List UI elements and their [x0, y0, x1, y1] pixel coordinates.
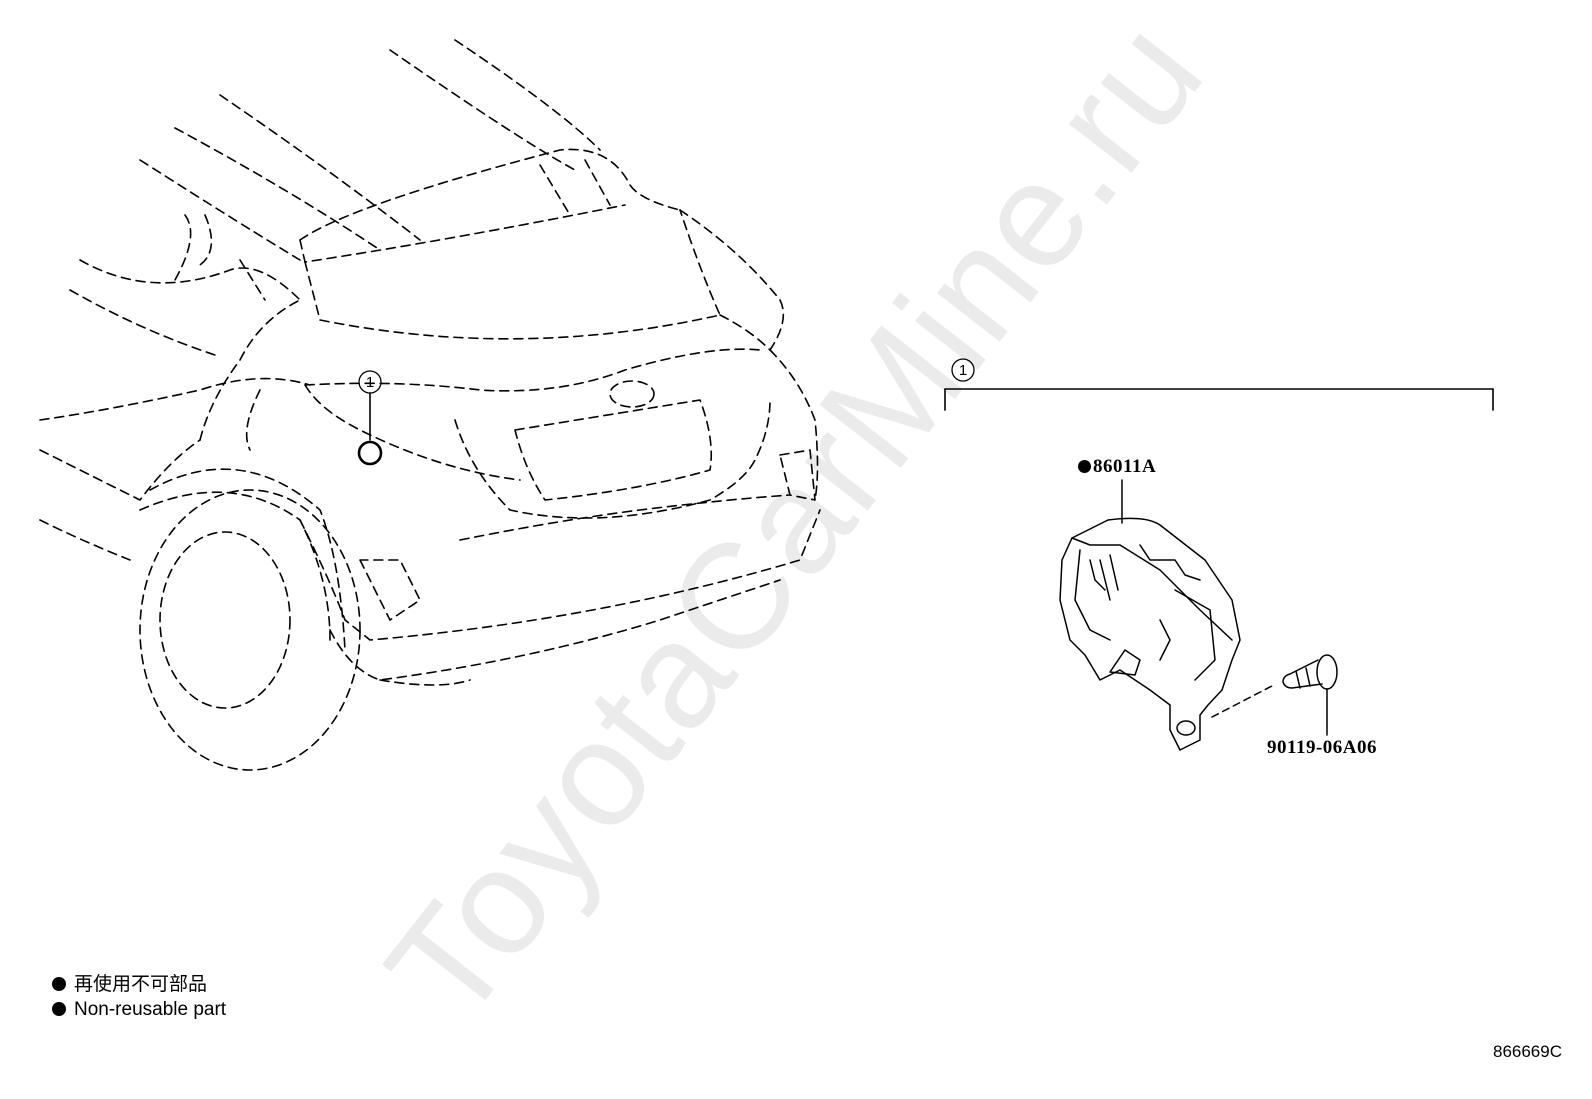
non-reusable-marker-icon: [52, 977, 66, 991]
callout-number: 1: [959, 362, 967, 379]
part-label-90119-06a06[interactable]: 90119-06A06: [1267, 737, 1377, 759]
part-label-86011a[interactable]: 86011A: [1078, 456, 1156, 478]
non-reusable-marker-icon: [1078, 460, 1091, 473]
legend-row-en: Non-reusable part: [52, 997, 226, 1022]
legend-row-jp: 再使用不可部品: [52, 972, 226, 997]
illustration-code: 866669C: [1492, 1042, 1562, 1061]
vehicle-callout-1: [357, 370, 383, 466]
callout-number: 1: [366, 374, 374, 391]
legend-text-jp: 再使用不可部品: [74, 974, 208, 995]
module-86011a-illustration: [1059, 479, 1273, 751]
legend-text-en: Non-reusable part: [74, 999, 227, 1020]
legend: 再使用不可部品 Non-reusable part: [52, 972, 226, 1022]
part-number: 86011A: [1093, 456, 1157, 477]
bolt-90119-06a06-illustration: [1282, 654, 1338, 736]
part-number: 90119-06A06: [1267, 737, 1377, 758]
non-reusable-marker-icon: [52, 1002, 66, 1016]
assembly-bracket: [944, 358, 1494, 411]
vehicle-rear-illustration: [39, 39, 821, 771]
